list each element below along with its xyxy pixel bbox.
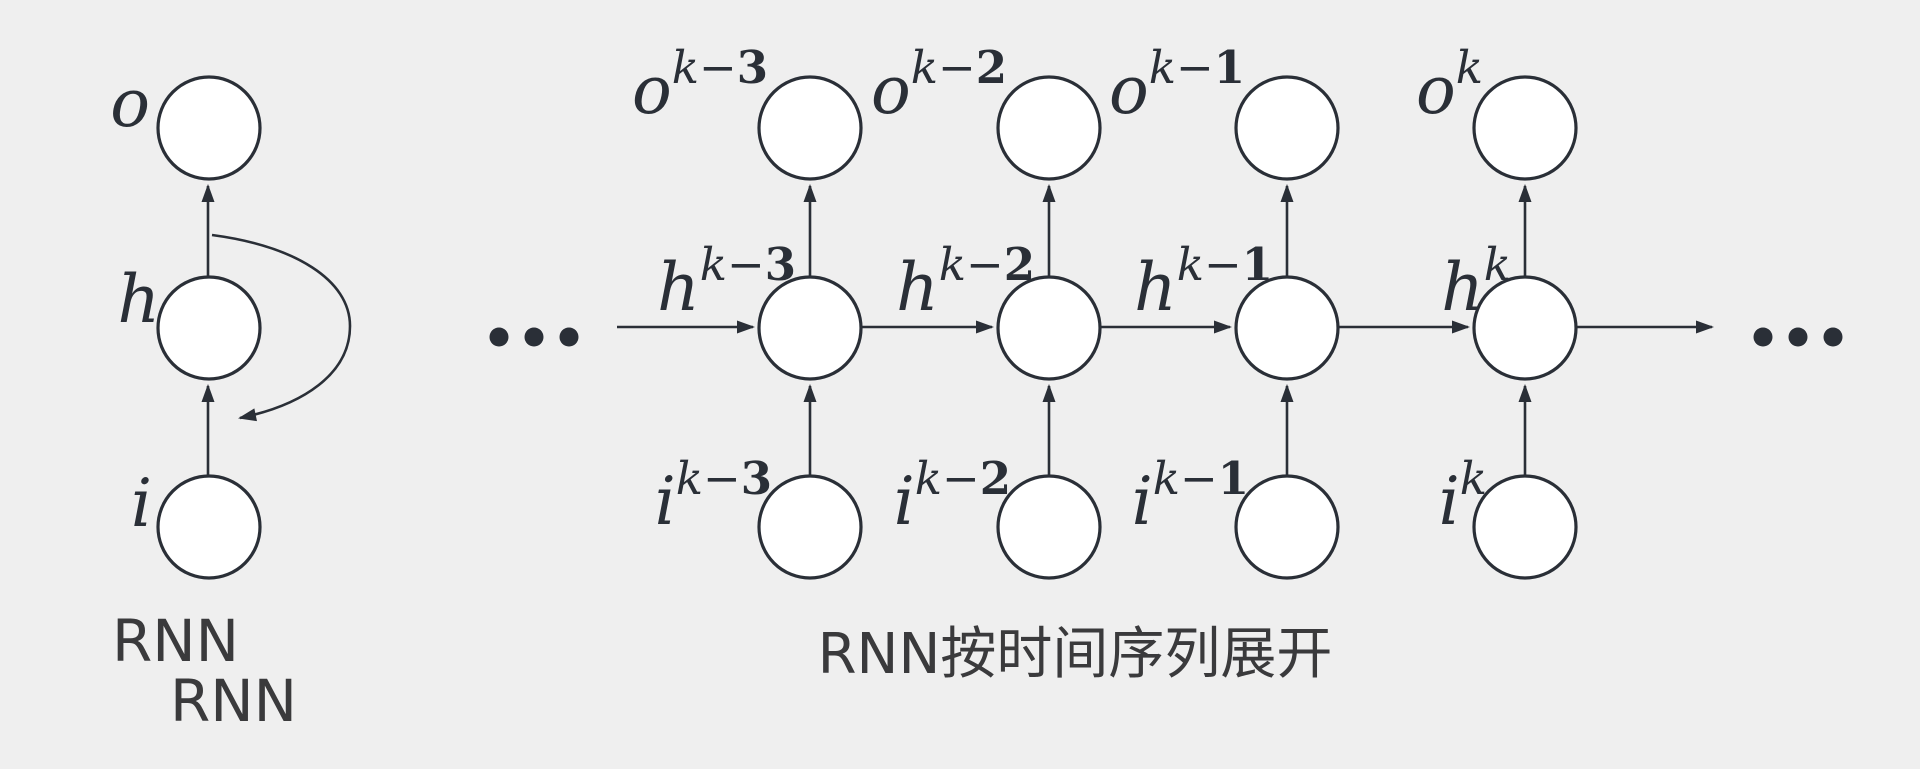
ellipsis-right-dot-2 — [1788, 327, 1808, 347]
output-node-label-k-3-sup-0: k — [672, 41, 699, 94]
hidden-node-label-k-3: hk−3 — [657, 238, 796, 326]
input-node-label-k-3-sup-0: k — [676, 452, 703, 505]
output-node-label-k-3-sup-2: 3 — [737, 41, 768, 94]
input-node-label: i — [131, 465, 152, 542]
hidden-node-label-k-2: hk−2 — [896, 238, 1035, 326]
input-node-label-k-base: i — [1439, 463, 1460, 540]
hidden-node-label-k-3-base: h — [657, 249, 700, 326]
input-node-circle-k — [1472, 474, 1578, 580]
recurrent-loop-arrow — [211, 233, 352, 422]
input-node-label-k-1-sup-1: − — [1180, 452, 1218, 505]
input-node-label-k-1-sup-2: 1 — [1218, 452, 1249, 505]
output-node-circle-k-3 — [757, 75, 863, 181]
output-node-label-k-sup-0: k — [1456, 41, 1483, 94]
hidden-node-label-k-sup-0: k — [1484, 238, 1511, 291]
input-node-label-k-1-base: i — [1132, 463, 1153, 540]
hidden-node-label-k-1-sup-0: k — [1177, 238, 1204, 291]
hidden-node-label-k-1-base: h — [1134, 249, 1177, 326]
hidden-node-label-k-3-sup-0: k — [700, 238, 727, 291]
output-node-label-k-1-base: o — [1109, 52, 1149, 129]
unrolled-caption: RNN按时间序列展开 — [818, 622, 1333, 687]
hidden-node-circle-k — [1472, 275, 1578, 381]
output-node-circle-k-2 — [996, 75, 1102, 181]
hidden-node-label-base: h — [117, 261, 160, 338]
input-node-circle — [156, 474, 262, 580]
output-node-label-k-2-sup-1: − — [938, 41, 976, 94]
input-node-label-k-1: ik−1 — [1132, 452, 1249, 540]
output-node-label-k-1-sup-0: k — [1149, 41, 1176, 94]
input-node-label-k-2-sup-0: k — [915, 452, 942, 505]
input-node-label-k-3-sup-1: − — [703, 452, 741, 505]
ellipsis-left-dot-3 — [559, 327, 579, 347]
input-node-label-k-3-base: i — [655, 463, 676, 540]
output-node-label-k-1: ok−1 — [1109, 41, 1245, 129]
ellipsis-right-dot-3 — [1823, 327, 1843, 347]
hidden-node-label-k-2-sup-1: − — [966, 238, 1004, 291]
left-caption-line-2: RNN — [170, 667, 297, 735]
output-node-label-k-base: o — [1416, 52, 1456, 129]
hidden-node-circle-k-2 — [996, 275, 1102, 381]
output-node-label-k-2: ok−2 — [871, 41, 1007, 129]
input-node-label-k-3-sup-2: 3 — [741, 452, 772, 505]
hidden-node-label-k-1-sup-2: 1 — [1242, 238, 1273, 291]
input-node-circle-k-3 — [757, 474, 863, 580]
output-node-circle — [156, 75, 262, 181]
output-node-label-k-2-sup-2: 2 — [976, 41, 1007, 94]
input-node-label-k-2: ik−2 — [894, 452, 1011, 540]
hidden-node-label-k: hk — [1441, 238, 1511, 326]
hidden-node-label-k-2-sup-0: k — [939, 238, 966, 291]
rnn-unrolled-diagram: RNN按时间序列展开 ok−3hk−3ik−3ok−2hk−2ik−2ok−1h… — [489, 41, 1843, 687]
rnn-compact-diagram: RNN RNN o h i — [110, 65, 352, 735]
output-node-label-base: o — [110, 65, 150, 142]
output-node-label: o — [110, 65, 150, 142]
hidden-node-label-k-3-sup-2: 3 — [765, 238, 796, 291]
hidden-node-label-k-1-sup-1: − — [1204, 238, 1242, 291]
hidden-node-circle — [156, 275, 262, 381]
output-node-label-k-3: ok−3 — [632, 41, 768, 129]
hidden-node-label-k-2-base: h — [896, 249, 939, 326]
output-node-label-k-2-sup-0: k — [911, 41, 938, 94]
output-node-label-k-1-sup-1: − — [1176, 41, 1214, 94]
input-node-label-k-sup-0: k — [1460, 452, 1487, 505]
output-node-circle-k — [1472, 75, 1578, 181]
hidden-node-circle-k-1 — [1234, 275, 1340, 381]
hidden-node-circle-k-3 — [757, 275, 863, 381]
input-node-label-k-1-sup-0: k — [1153, 452, 1180, 505]
hidden-node-label-k-1: hk−1 — [1134, 238, 1273, 326]
hidden-node-label-k-3-sup-1: − — [727, 238, 765, 291]
input-node-label-k-3: ik−3 — [655, 452, 772, 540]
input-node-label-k-2-sup-2: 2 — [980, 452, 1011, 505]
output-node-label-k-3-sup-1: − — [699, 41, 737, 94]
output-node-circle-k-1 — [1234, 75, 1340, 181]
input-node-circle-k-2 — [996, 474, 1102, 580]
output-node-label-k-3-base: o — [632, 52, 672, 129]
hidden-node-label-k-base: h — [1441, 249, 1484, 326]
input-node-label-k-2-base: i — [894, 463, 915, 540]
hidden-node-label-k-2-sup-2: 2 — [1004, 238, 1035, 291]
input-node-label-base: i — [131, 465, 152, 542]
ellipsis-left-dot-2 — [524, 327, 544, 347]
input-node-circle-k-1 — [1234, 474, 1340, 580]
left-caption-line-1: RNN — [112, 607, 239, 675]
output-node-label-k: ok — [1416, 41, 1483, 129]
output-node-label-k-1-sup-2: 1 — [1214, 41, 1245, 94]
input-node-label-k-2-sup-1: − — [942, 452, 980, 505]
ellipsis-right-dot-1 — [1753, 327, 1773, 347]
hidden-node-label: h — [117, 261, 160, 338]
output-node-label-k-2-base: o — [871, 52, 911, 129]
ellipsis-left-dot-1 — [489, 327, 509, 347]
input-node-label-k: ik — [1439, 452, 1487, 540]
